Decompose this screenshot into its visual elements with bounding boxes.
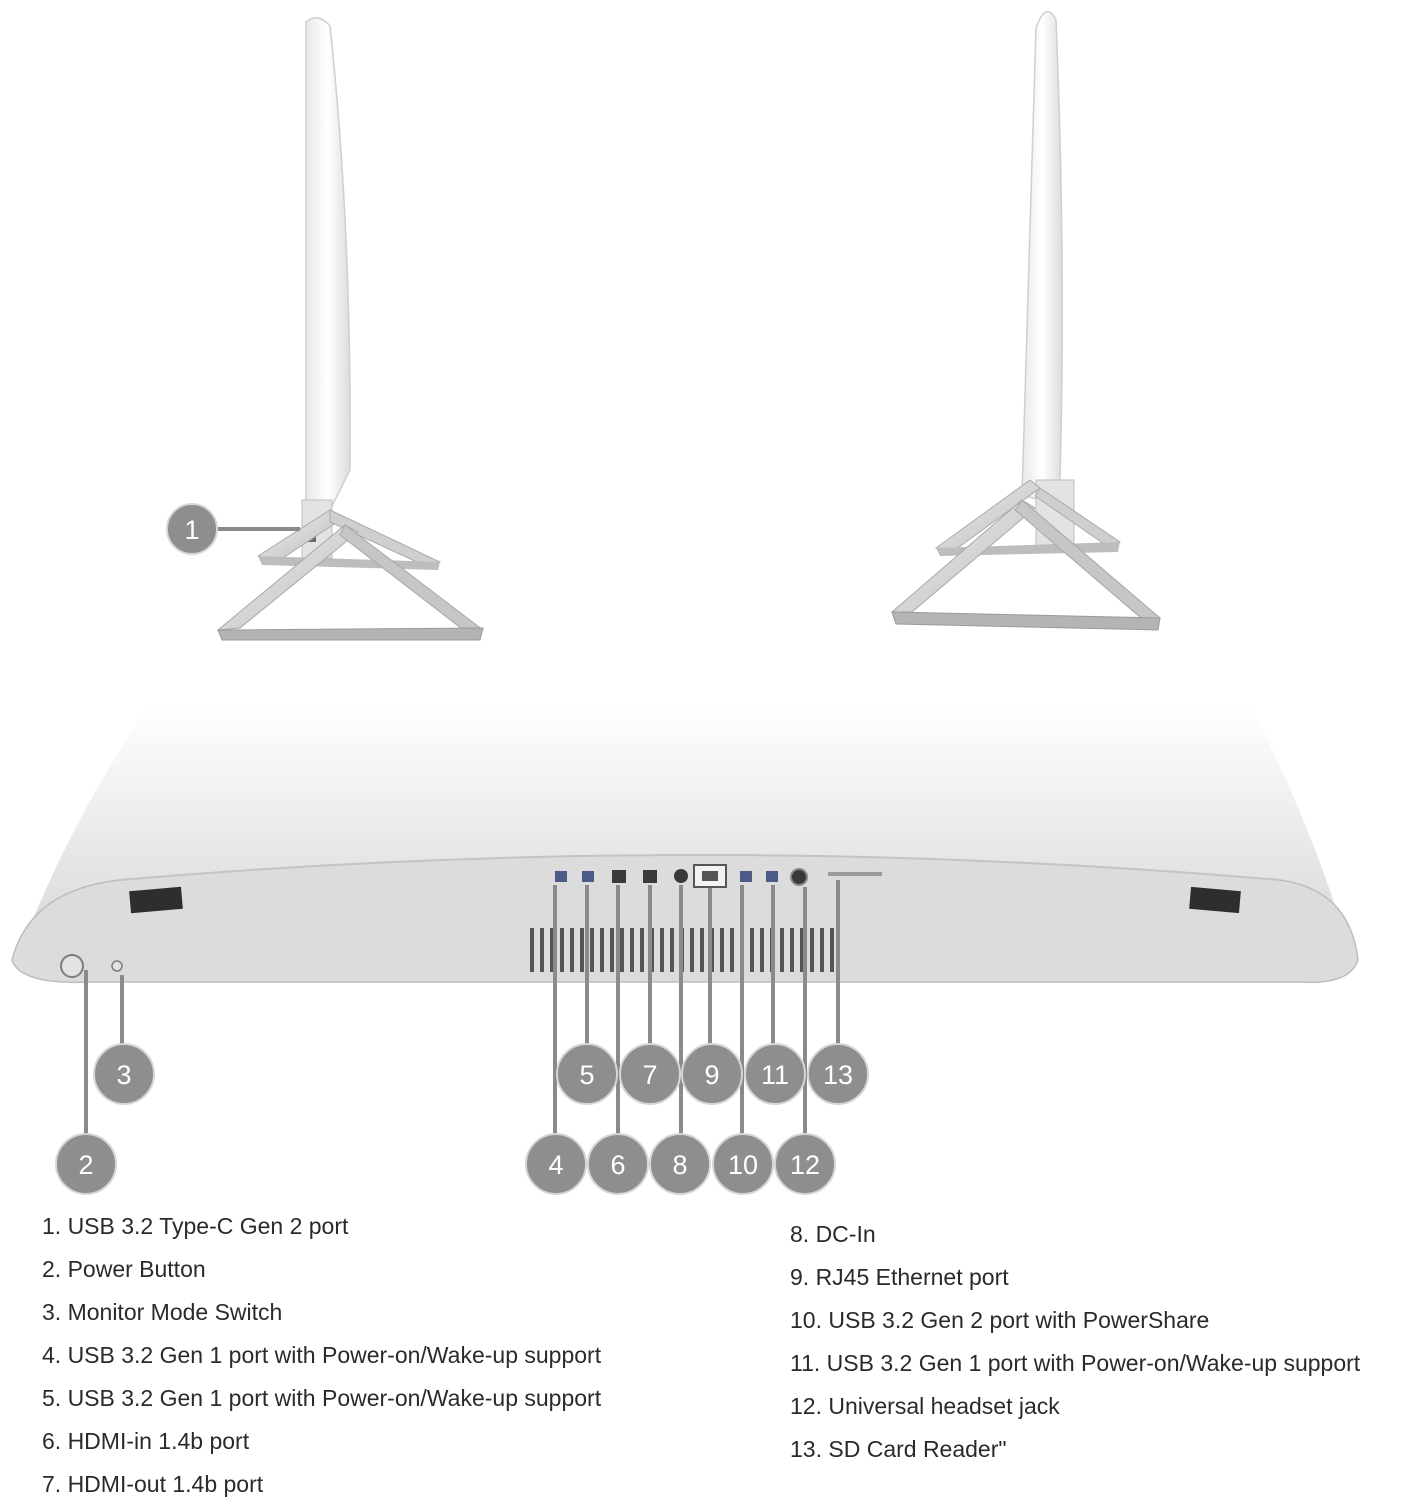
side-view-left bbox=[212, 17, 485, 641]
legend-item: 4. USB 3.2 Gen 1 port with Power-on/Wake… bbox=[42, 1342, 602, 1368]
legend-item: 2. Power Button bbox=[42, 1256, 206, 1282]
legend-item: 13. SD Card Reader" bbox=[790, 1436, 1007, 1462]
legend-item: 12. Universal headset jack bbox=[790, 1393, 1060, 1419]
legend-item: 7. HDMI-out 1.4b port bbox=[42, 1471, 264, 1497]
callout-2: 2 bbox=[55, 1133, 117, 1195]
svg-text:7: 7 bbox=[642, 1060, 657, 1090]
callout-8: 8 bbox=[649, 1133, 711, 1195]
svg-text:3: 3 bbox=[116, 1060, 131, 1090]
svg-text:11: 11 bbox=[761, 1060, 789, 1090]
callout-12: 12 bbox=[774, 1133, 836, 1195]
callout-4: 4 bbox=[525, 1133, 587, 1195]
callout-1: 1 bbox=[166, 503, 218, 555]
legend-item: 6. HDMI-in 1.4b port bbox=[42, 1428, 250, 1454]
svg-text:9: 9 bbox=[704, 1060, 719, 1090]
legend-item: 9. RJ45 Ethernet port bbox=[790, 1264, 1009, 1290]
callout-7: 7 bbox=[619, 1043, 681, 1105]
svg-text:5: 5 bbox=[579, 1060, 594, 1090]
svg-text:8: 8 bbox=[672, 1150, 687, 1180]
product-diagram: 1 3 2 5 7 9 11 13 4 6 8 10 12 bbox=[11, 11, 1359, 1195]
svg-text:1: 1 bbox=[184, 515, 199, 545]
legend-left: 1. USB 3.2 Type-C Gen 2 port 2. Power Bu… bbox=[42, 1205, 601, 1506]
legend-item: 1. USB 3.2 Type-C Gen 2 port bbox=[42, 1213, 349, 1239]
callout-5: 5 bbox=[556, 1043, 618, 1105]
svg-text:4: 4 bbox=[548, 1150, 563, 1180]
legend-right: 8. DC-In 9. RJ45 Ethernet port 10. USB 3… bbox=[790, 1213, 1360, 1471]
svg-text:2: 2 bbox=[78, 1150, 93, 1180]
bottom-view bbox=[11, 705, 1359, 1140]
legend-item: 11. USB 3.2 Gen 1 port with Power-on/Wak… bbox=[790, 1350, 1361, 1376]
callout-10: 10 bbox=[712, 1133, 774, 1195]
svg-text:10: 10 bbox=[728, 1150, 758, 1180]
legend-item: 5. USB 3.2 Gen 1 port with Power-on/Wake… bbox=[42, 1385, 602, 1411]
callout-6: 6 bbox=[587, 1133, 649, 1195]
port-row bbox=[555, 864, 882, 888]
callout-11: 11 bbox=[744, 1043, 806, 1105]
legend-item: 3. Monitor Mode Switch bbox=[42, 1299, 283, 1325]
svg-text:6: 6 bbox=[610, 1150, 625, 1180]
legend-item: 10. USB 3.2 Gen 2 port with PowerShare bbox=[790, 1307, 1210, 1333]
side-view-right bbox=[890, 11, 1161, 631]
svg-text:12: 12 bbox=[790, 1150, 820, 1180]
callout-3: 3 bbox=[93, 1043, 155, 1105]
svg-text:13: 13 bbox=[823, 1060, 853, 1090]
callout-9: 9 bbox=[681, 1043, 743, 1105]
callout-13: 13 bbox=[807, 1043, 869, 1105]
legend-item: 8. DC-In bbox=[790, 1221, 876, 1247]
